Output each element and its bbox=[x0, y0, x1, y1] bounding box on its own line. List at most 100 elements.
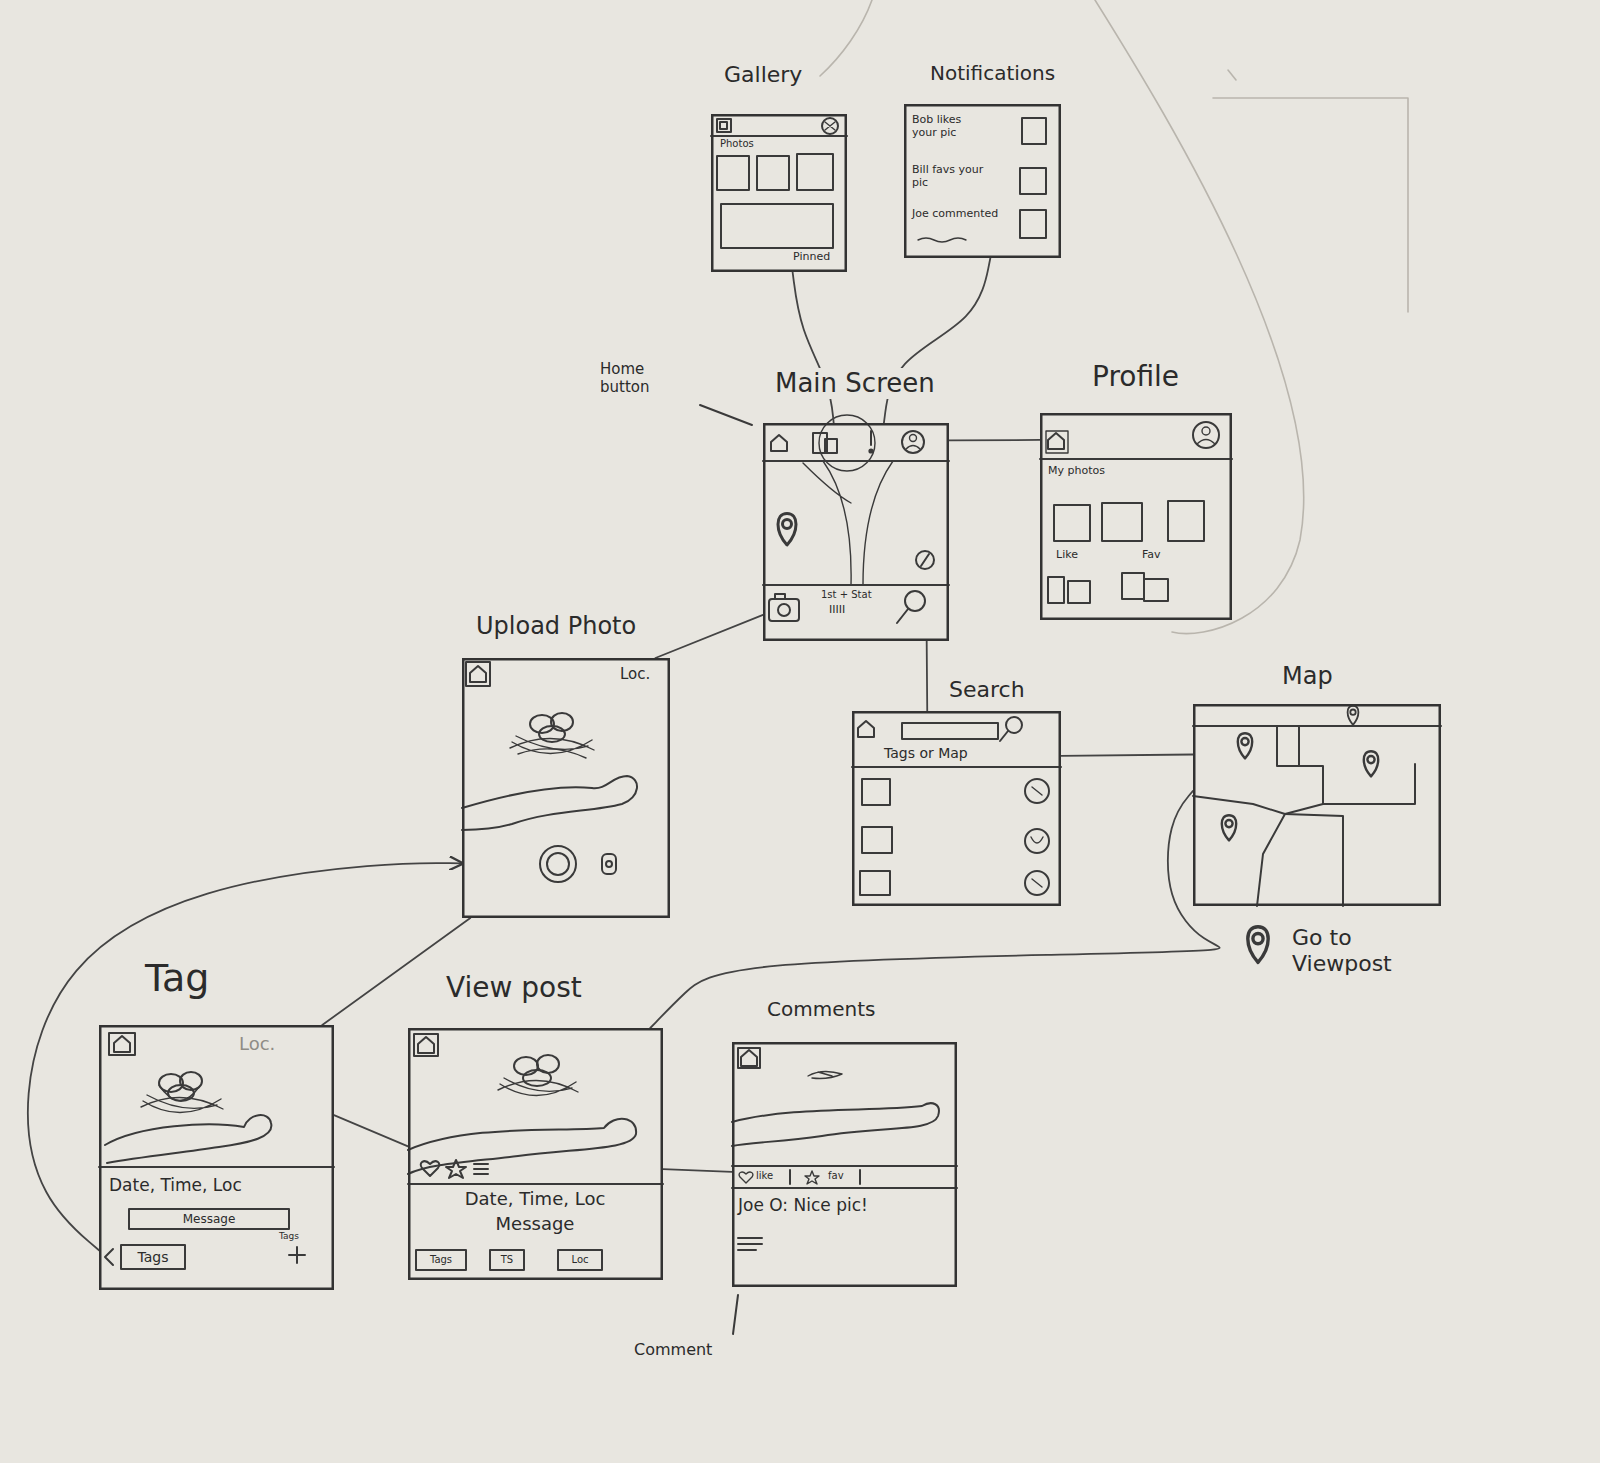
main-screen-sketch bbox=[778, 514, 796, 546]
screen-title: Tag bbox=[143, 956, 211, 1001]
screen-frame: GalleryPhotosPinned bbox=[711, 114, 847, 272]
screen-text: Loc bbox=[569, 1254, 590, 1266]
upload-photo-sketch bbox=[466, 662, 490, 686]
screen-text: Loc. bbox=[237, 1033, 277, 1054]
screen-text: IIIII bbox=[827, 604, 847, 617]
pencil-stroke bbox=[1095, 0, 1304, 634]
gallery-sketch bbox=[825, 122, 835, 130]
main-screen-sketch bbox=[910, 435, 917, 442]
notifications-sketch bbox=[918, 118, 1046, 242]
flow-line bbox=[884, 258, 990, 423]
flow-line bbox=[793, 272, 834, 423]
flow-line bbox=[334, 1115, 408, 1146]
map-sketch bbox=[1348, 706, 1359, 725]
flow-line bbox=[28, 863, 462, 1250]
notifications-sketch bbox=[918, 238, 966, 242]
view-post-sketch bbox=[421, 1161, 440, 1176]
comments-sketch bbox=[789, 1170, 791, 1184]
map-sketch bbox=[1238, 733, 1252, 758]
screen-title: Notifications bbox=[928, 62, 1057, 86]
profile-sketch bbox=[1048, 577, 1064, 603]
search-sketch bbox=[862, 827, 892, 853]
comments-sketch bbox=[732, 1048, 957, 1250]
connector-group bbox=[28, 258, 1220, 1250]
tag-sketch bbox=[105, 1249, 113, 1265]
flow-line bbox=[650, 791, 1219, 1028]
gallery-sketch bbox=[717, 119, 731, 132]
comments-sketch bbox=[739, 1172, 753, 1183]
screen-title: Map bbox=[1280, 662, 1335, 690]
profile-sketch bbox=[1144, 579, 1168, 601]
pin-icon bbox=[1248, 927, 1268, 963]
search-sketch bbox=[858, 721, 874, 737]
gallery-sketch bbox=[717, 156, 749, 190]
screen-text: Loc. bbox=[618, 666, 652, 684]
view-post-sketch bbox=[523, 1070, 551, 1086]
gallery-sketch bbox=[720, 122, 727, 129]
view-post-sketch bbox=[474, 1164, 488, 1174]
screen-frame: View postDate, Time, LocMessageTagsTSLoc bbox=[408, 1028, 663, 1280]
view-post-sketch bbox=[418, 1037, 434, 1053]
screen-title: View post bbox=[444, 971, 584, 1004]
screen-frame: TagLoc.Date, Time, LocMessageTagsTags bbox=[99, 1025, 334, 1290]
tag-sketch bbox=[109, 1033, 135, 1055]
search-sketch bbox=[862, 779, 890, 805]
leader-line bbox=[733, 1295, 738, 1334]
annotation: Go to Viewpost bbox=[1290, 925, 1404, 978]
comments-sketch bbox=[738, 1048, 760, 1068]
screen-text: Tags bbox=[277, 1231, 301, 1242]
search-sketch bbox=[902, 723, 998, 739]
main-screen-sketch bbox=[803, 461, 893, 585]
leader-line bbox=[700, 405, 752, 425]
screen-frame: Map bbox=[1193, 704, 1441, 906]
tag-sketch bbox=[99, 1033, 334, 1269]
map-sketch bbox=[1364, 751, 1378, 776]
tag-sketch bbox=[129, 1209, 289, 1229]
comments-sketch bbox=[732, 1187, 957, 1189]
screen-text: Fav bbox=[1140, 549, 1163, 562]
flow-line bbox=[663, 1169, 732, 1172]
view-post-sketch bbox=[408, 1034, 663, 1270]
profile-sketch bbox=[1102, 503, 1142, 541]
view-post-sketch bbox=[408, 1183, 663, 1185]
pencil-stroke bbox=[820, 0, 1408, 634]
screen-text: Tags or Map bbox=[882, 745, 970, 762]
upload-photo-sketch bbox=[462, 776, 637, 830]
screen-text: My photos bbox=[1046, 465, 1107, 478]
map-sketch bbox=[1364, 751, 1378, 776]
main-screen-sketch bbox=[819, 415, 875, 471]
search-sketch bbox=[1031, 787, 1043, 887]
map-sketch bbox=[1238, 733, 1252, 758]
main-screen-sketch bbox=[763, 584, 949, 586]
flow-line bbox=[926, 641, 928, 711]
gallery-sketch bbox=[797, 154, 833, 190]
screen-text: Bob likes your pic bbox=[910, 114, 988, 140]
pencil-stroke bbox=[820, 0, 872, 76]
map-sketch bbox=[1277, 726, 1299, 766]
screen-text: 1st + Stat bbox=[819, 589, 874, 601]
screen-title: Gallery bbox=[722, 62, 804, 88]
profile-sketch bbox=[1197, 440, 1215, 445]
screen-text: TS bbox=[499, 1254, 515, 1266]
map-sketch bbox=[1257, 814, 1285, 906]
flow-line bbox=[655, 615, 763, 658]
screen-text: Like bbox=[1054, 549, 1080, 562]
comments-sketch bbox=[805, 1171, 819, 1184]
profile-sketch bbox=[1040, 422, 1232, 603]
screen-title: Comments bbox=[765, 998, 877, 1022]
main-screen-sketch bbox=[763, 415, 949, 623]
main-screen-sketch bbox=[775, 594, 785, 599]
main-screen-sketch bbox=[778, 514, 796, 546]
screen-frame: Main Screen1st + StatIIIII bbox=[763, 423, 949, 641]
profile-sketch bbox=[1054, 505, 1090, 541]
comments-sketch bbox=[732, 1103, 939, 1146]
view-post-sketch bbox=[416, 1250, 466, 1270]
pencil-stroke bbox=[1213, 98, 1408, 312]
profile-sketch bbox=[1122, 573, 1144, 599]
map-sketch bbox=[1222, 815, 1236, 840]
screen-text: Joe O: Nice pic! bbox=[736, 1195, 870, 1215]
notifications-sketch bbox=[1020, 168, 1046, 194]
upload-photo-sketch bbox=[602, 854, 616, 874]
upload-photo-sketch bbox=[510, 736, 594, 758]
